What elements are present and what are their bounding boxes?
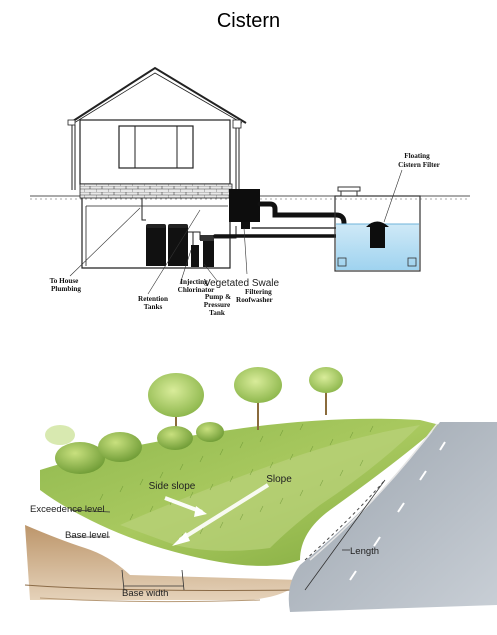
label-to-house-2: Plumbing	[51, 285, 81, 293]
label-floating-filter-1: Floating	[404, 152, 430, 160]
page-title: Cistern	[216, 10, 281, 32]
leader-lines	[69, 207, 248, 295]
label-slope: Slope	[266, 474, 292, 485]
label-side-slope: Side slope	[149, 481, 196, 492]
label-base-width: Base width	[122, 588, 168, 599]
overlay-vegetated-swale: Vegetated Swale	[204, 278, 279, 289]
label-filtering-2: Roofwasher	[236, 296, 274, 304]
label-retention-1: Retention	[138, 295, 168, 303]
road	[288, 422, 497, 612]
brick-foundation	[79, 183, 233, 199]
label-injecting-1: Injecting	[180, 278, 208, 286]
label-exceedence-level: Exceedence level	[30, 504, 104, 515]
label-pump-2: Pressure	[204, 301, 230, 309]
dimension-lines	[69, 479, 386, 591]
swale-illustration: Side slope Slope Exceedence level Base l…	[24, 367, 497, 612]
label-pump-3: Tank	[209, 309, 225, 317]
label-to-house-1: To House	[50, 277, 79, 285]
window	[118, 125, 194, 169]
flow-arrows	[164, 483, 270, 546]
retention-tanks	[146, 224, 188, 266]
bushes	[45, 422, 224, 474]
label-filtering-1: Filtering	[245, 288, 272, 296]
label-injecting-2: Chlorinator	[178, 286, 216, 294]
label-retention-2: Tanks	[144, 303, 163, 311]
house-pipes	[141, 198, 237, 245]
filtering-roofwasher	[229, 189, 260, 222]
label-floating-filter-2: Cistern Filter	[398, 161, 441, 169]
label-length: Length	[350, 546, 379, 557]
floating-cistern-filter	[366, 169, 403, 248]
chlorinator-and-pump	[191, 235, 214, 267]
label-base-level: Base level	[65, 530, 109, 541]
house	[67, 66, 247, 269]
trees	[148, 367, 343, 440]
cistern-diagram: Floating Cistern Filter To House Plumbin…	[30, 66, 470, 317]
soil-cross-section	[25, 525, 300, 600]
label-pump-1: Pump &	[205, 293, 231, 301]
